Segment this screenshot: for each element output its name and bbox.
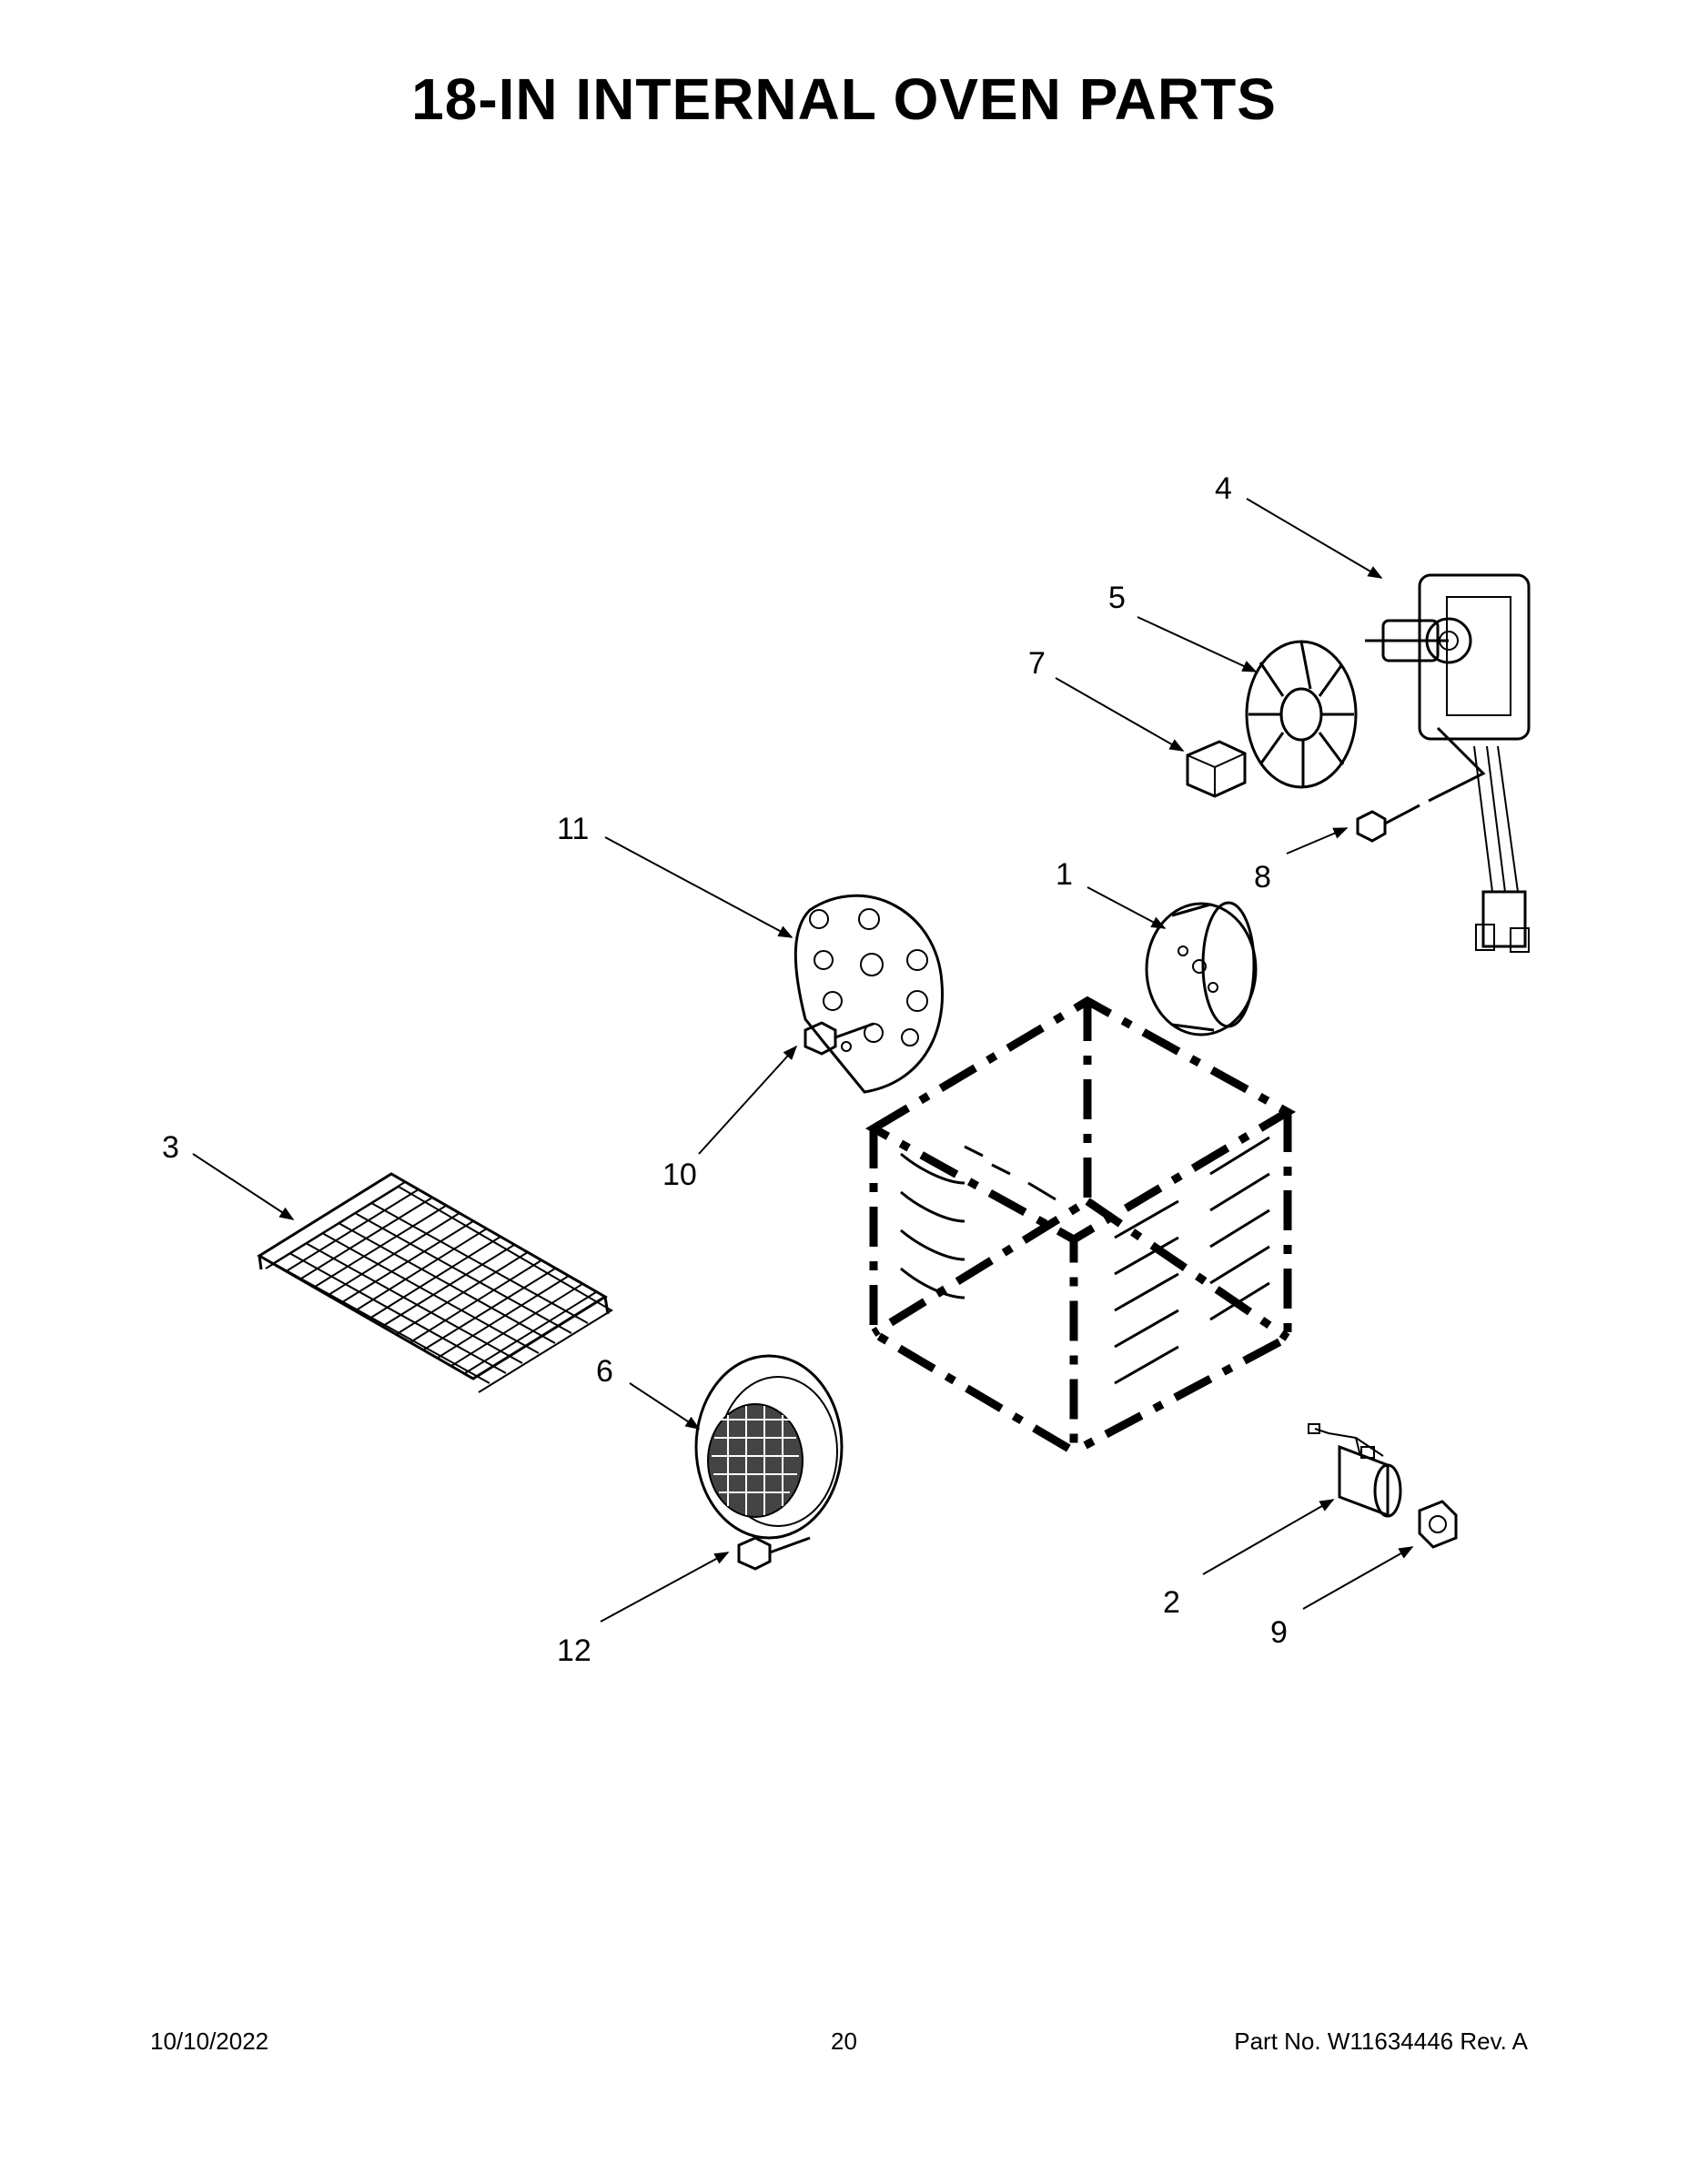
- leader-arrow-4: [1246, 498, 1383, 579]
- callout-leaders: [192, 498, 1414, 1623]
- leader-arrow-10: [698, 1045, 798, 1155]
- callout-4: 4: [1215, 471, 1232, 506]
- leader-arrow-11: [604, 836, 793, 938]
- leader-arrow-5: [1137, 616, 1258, 672]
- leader-arrow-12: [600, 1552, 730, 1623]
- callout-6: 6: [596, 1354, 613, 1389]
- callout-12: 12: [557, 1633, 591, 1668]
- oven-cavity: [864, 996, 1297, 1459]
- callout-numbers: 4 5 7 8 1 11 10 3 6 12 2 9: [162, 471, 1288, 1668]
- footer-page-number: 20: [831, 2027, 857, 2055]
- sensor-part: [1308, 1423, 1402, 1518]
- fan-cover-part: [694, 1354, 844, 1540]
- fan-shield-part: [1145, 901, 1258, 1036]
- back-panel-part: [793, 894, 945, 1094]
- fan-blade-part: [1245, 640, 1358, 789]
- callout-9: 9: [1270, 1615, 1288, 1650]
- footer-date: 10/10/2022: [150, 2027, 269, 2055]
- oven-rack-part: [257, 1172, 613, 1393]
- callout-1: 1: [1056, 857, 1073, 892]
- callout-11: 11: [557, 812, 589, 846]
- leader-arrow-1: [1087, 886, 1167, 929]
- fan-nut-part: [1186, 740, 1247, 798]
- callout-8: 8: [1254, 860, 1271, 895]
- screw-10-part: [804, 1021, 874, 1056]
- leader-arrow-7: [1055, 677, 1185, 752]
- leader-arrow-2: [1202, 1499, 1335, 1575]
- callout-7: 7: [1028, 646, 1046, 681]
- callout-2: 2: [1163, 1585, 1180, 1620]
- footer-part-number: Part No. W11634446 Rev. A: [1234, 2027, 1528, 2055]
- leader-arrow-8: [1286, 827, 1349, 854]
- screw-8-part: [1356, 804, 1420, 843]
- callout-5: 5: [1108, 581, 1126, 615]
- callout-3: 3: [162, 1130, 179, 1165]
- leader-arrow-6: [629, 1382, 701, 1430]
- leader-arrow-9: [1302, 1546, 1414, 1610]
- screw-12-part: [737, 1536, 811, 1571]
- fan-motor-part: [1365, 573, 1531, 953]
- callout-10: 10: [662, 1158, 697, 1192]
- leader-arrow-3: [192, 1153, 295, 1220]
- sensor-nut-part: [1418, 1500, 1458, 1549]
- page-title: 18-IN INTERNAL OVEN PARTS: [411, 66, 1277, 132]
